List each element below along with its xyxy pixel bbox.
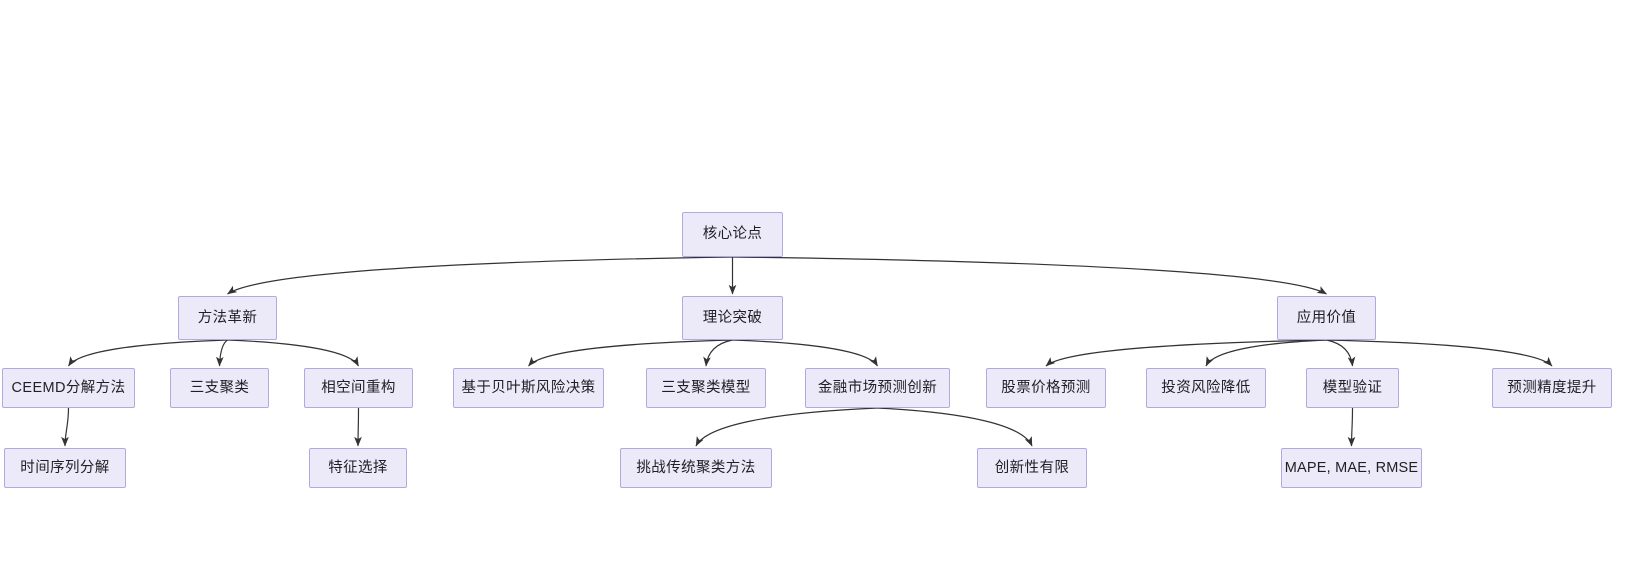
diagram-node[interactable]: 模型验证 <box>1306 368 1399 408</box>
diagram-edge <box>703 339 733 367</box>
node-label: 挑战传统聚类方法 <box>636 459 756 476</box>
node-label: 基于贝叶斯风险决策 <box>461 379 596 396</box>
node-label: CEEMD分解方法 <box>11 379 126 396</box>
diagram-edge <box>1205 339 1327 367</box>
node-label: 相空间重构 <box>321 379 396 396</box>
node-label: MAPE, MAE, RMSE <box>1284 459 1419 476</box>
node-label: 三支聚类 <box>189 379 250 396</box>
node-label: 模型验证 <box>1322 379 1383 396</box>
node-label: 创新性有限 <box>994 459 1070 476</box>
diagram-edge <box>877 407 1033 447</box>
diagram-node[interactable]: 挑战传统聚类方法 <box>620 448 772 488</box>
diagram-edge <box>68 339 228 367</box>
diagram-node[interactable]: 特征选择 <box>309 448 407 488</box>
diagram-node[interactable]: 三支聚类模型 <box>646 368 766 408</box>
diagram-node[interactable]: 三支聚类 <box>170 368 269 408</box>
diagram-node[interactable]: 创新性有限 <box>977 448 1087 488</box>
node-label: 应用价值 <box>1296 309 1357 326</box>
diagram-edge <box>1347 407 1356 447</box>
diagram-edge <box>227 339 360 367</box>
node-label: 金融市场预测创新 <box>817 379 938 396</box>
diagram-edge <box>732 256 1327 295</box>
diagram-node[interactable]: 核心论点 <box>682 212 783 257</box>
diagram-node[interactable]: 相空间重构 <box>304 368 413 408</box>
node-label: 股票价格预测 <box>1001 379 1091 396</box>
diagram-edge <box>1045 339 1327 367</box>
diagram-node[interactable]: 投资风险降低 <box>1146 368 1266 408</box>
diagram-node[interactable]: 时间序列分解 <box>4 448 126 488</box>
diagram-node[interactable]: 预测精度提升 <box>1492 368 1612 408</box>
diagram-edge <box>1326 339 1553 367</box>
diagram-node[interactable]: 理论突破 <box>682 296 783 340</box>
diagram-node[interactable]: 基于贝叶斯风险决策 <box>453 368 604 408</box>
node-label: 方法革新 <box>197 309 258 326</box>
diagram-node[interactable]: 金融市场预测创新 <box>805 368 950 408</box>
node-label: 特征选择 <box>328 459 388 476</box>
diagram-edge <box>732 339 879 367</box>
diagram-node[interactable]: CEEMD分解方法 <box>2 368 135 408</box>
diagram-node[interactable]: 应用价值 <box>1277 296 1376 340</box>
node-label: 核心论点 <box>702 226 763 243</box>
node-label: 三支聚类模型 <box>661 379 751 396</box>
diagram-edge <box>695 407 878 447</box>
node-label: 投资风险降低 <box>1161 379 1251 396</box>
diagram-edge <box>227 256 733 295</box>
diagram-edge <box>215 339 228 367</box>
diagram-edge <box>1326 339 1356 367</box>
node-label: 时间序列分解 <box>20 459 110 476</box>
diagram-edge <box>528 339 733 367</box>
diagram-edge <box>61 407 70 447</box>
diagram-node[interactable]: 股票价格预测 <box>986 368 1106 408</box>
diagram-node[interactable]: 方法革新 <box>178 296 277 340</box>
edge-paths <box>61 256 1553 447</box>
node-label: 理论突破 <box>702 309 763 326</box>
diagram-node[interactable]: MAPE, MAE, RMSE <box>1281 448 1422 488</box>
diagram-edge <box>354 407 362 447</box>
node-label: 预测精度提升 <box>1507 379 1597 396</box>
